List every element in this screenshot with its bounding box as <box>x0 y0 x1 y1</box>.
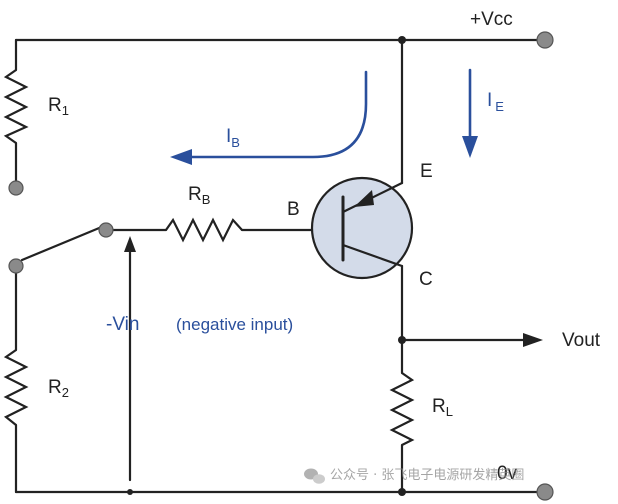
junction-dot-ground <box>398 488 406 496</box>
ib-arrowhead-icon <box>170 149 192 165</box>
ie-arrowhead-icon <box>462 136 478 158</box>
vcc-label: +Vcc <box>470 9 513 30</box>
vin-label: -Vin <box>106 314 139 335</box>
ground-label: 0v <box>497 463 518 484</box>
r2-label: R2 <box>48 377 69 400</box>
vout-arrow-icon <box>523 333 543 347</box>
watermark-text: 公众号 · 张飞电子电源研发精英圈 <box>330 467 524 483</box>
emitter-label: E <box>420 161 433 182</box>
rb-label: RB <box>188 184 210 207</box>
ib-current-arrow <box>188 70 368 159</box>
switch-contact-terminal[interactable] <box>98 222 114 238</box>
rl-label: RL <box>432 396 453 419</box>
junction-dot-ground-left <box>127 489 133 495</box>
r1-terminal[interactable] <box>8 180 24 196</box>
junction-dot-vout <box>398 336 406 344</box>
resistor-r1 <box>3 69 29 144</box>
vcc-terminal[interactable] <box>536 31 554 49</box>
resistor-r2 <box>3 349 29 426</box>
wechat-icon <box>304 468 325 484</box>
circuit-wires <box>14 38 540 494</box>
emitter-arrow-icon <box>354 190 374 207</box>
resistor-rb <box>165 217 243 243</box>
junction-dot-top <box>398 36 406 44</box>
vin-note-label: (negative input) <box>176 315 293 334</box>
pnp-transistor <box>310 176 414 280</box>
collector-label: C <box>419 269 433 290</box>
ground-terminal[interactable] <box>536 483 554 501</box>
watermark: 公众号 · 张飞电子电源研发精英圈 <box>304 467 524 484</box>
transistor-body <box>310 176 414 280</box>
ib-label: IB <box>226 126 240 150</box>
base-label: B <box>287 199 300 220</box>
resistor-rl <box>389 372 415 446</box>
switch-pivot-terminal[interactable] <box>8 258 24 274</box>
vout-label: Vout <box>562 330 601 351</box>
r1-label: R1 <box>48 95 69 118</box>
